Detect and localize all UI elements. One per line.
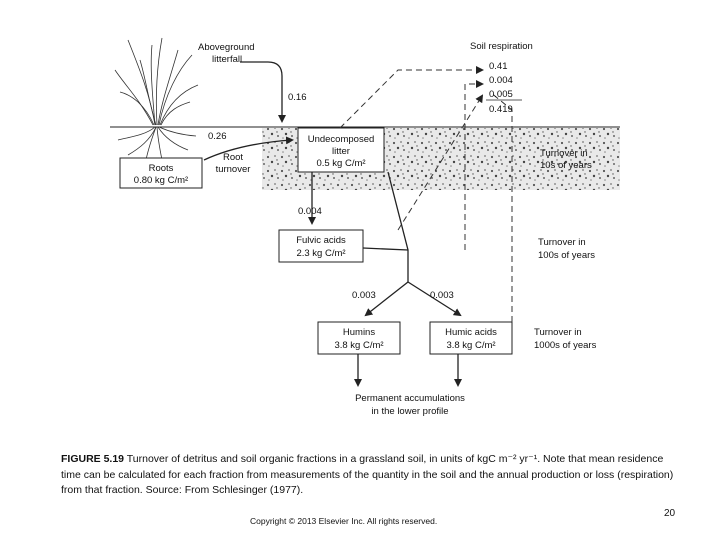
turnover-10s-label-1: Turnover in <box>540 148 588 159</box>
root-turnover-label-2: turnover <box>216 164 251 175</box>
root-turnover-label-1: Root <box>223 152 243 163</box>
root-turnover-arrow <box>203 136 294 161</box>
humins-amount: 3.8 kg C/m² <box>334 340 383 351</box>
litter-label-1: Undecomposed <box>308 134 375 145</box>
respiration-value-3: 0.005 <box>489 89 513 100</box>
page-number: 20 <box>664 508 676 519</box>
fulvic-amount: 2.3 kg C/m² <box>296 248 345 259</box>
turnover-100s-label-1: Turnover in <box>538 237 586 248</box>
fulvic-join-line <box>362 247 409 251</box>
respiration-value-1: 0.41 <box>489 61 508 72</box>
roots-icon <box>117 126 197 161</box>
roots-label: Roots <box>149 163 174 174</box>
fulvic-label: Fulvic acids <box>296 235 346 246</box>
grass-plant-icon <box>114 37 199 126</box>
root-flux: 0.26 <box>208 131 227 142</box>
permanent-label-1: Permanent accumulations <box>355 393 465 404</box>
fulvic-box <box>278 229 364 263</box>
turnover-10s-label-2: 10s of years <box>540 160 592 171</box>
permanent-label-2: in the lower profile <box>371 406 448 417</box>
turnover-100s-label-2: 100s of years <box>538 250 595 261</box>
humins-label: Humins <box>343 327 375 338</box>
humins-box <box>317 321 401 355</box>
turnover-1000s-label-1: Turnover in <box>534 327 582 338</box>
respiration-dash-1 <box>339 66 484 129</box>
copyright-notice: Copyright © 2013 Elsevier Inc. All right… <box>250 516 438 526</box>
figure-caption: FIGURE 5.19 Turnover of detritus and soi… <box>61 452 676 499</box>
aboveground-label: Aboveground <box>198 42 255 53</box>
humic-amount: 3.8 kg C/m² <box>446 340 495 351</box>
litter-box <box>297 127 385 173</box>
to-humins-arrow <box>364 281 409 317</box>
respiration-value-total: 0.419 <box>489 104 513 115</box>
litterfall-arrow <box>240 61 286 123</box>
humic-box <box>429 321 513 355</box>
fulvic-flux: 0.004 <box>298 206 322 217</box>
respiration-value-2: 0.004 <box>489 75 513 86</box>
litter-amount: 0.5 kg C/m² <box>316 158 365 169</box>
litterfall-label: litterfall <box>212 54 242 65</box>
soil-respiration-label: Soil respiration <box>470 41 533 52</box>
respiration-dash-4 <box>489 91 513 322</box>
roots-amount: 0.80 kg C/m² <box>134 175 188 186</box>
humic-flux: 0.003 <box>430 290 454 301</box>
humic-label: Humic acids <box>445 327 497 338</box>
respiration-dash-2 <box>464 80 484 250</box>
roots-box <box>119 157 203 189</box>
soil-carbon-diagram: Aboveground litterfall 0.16 Soil respira… <box>110 37 620 417</box>
humins-flux: 0.003 <box>352 290 376 301</box>
litterfall-flux: 0.16 <box>288 92 307 103</box>
to-humic-arrow <box>407 281 462 317</box>
figure-caption-label: FIGURE 5.19 <box>61 453 125 465</box>
litter-label-2: litter <box>332 146 350 157</box>
respiration-dash-3 <box>397 94 484 231</box>
turnover-1000s-label-2: 1000s of years <box>534 340 597 351</box>
figure-caption-text: Turnover of detritus and soil organic fr… <box>61 453 674 496</box>
